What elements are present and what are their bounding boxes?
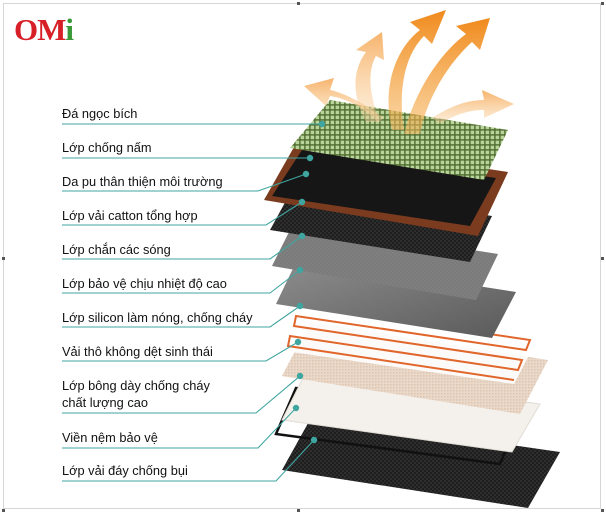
image-frame bbox=[3, 3, 601, 509]
label-pu-leather: Da pu thân thiện môi trường bbox=[62, 174, 223, 189]
heat-arrow-right bbox=[432, 90, 514, 124]
label-anti-fungal: Lớp chống nấm bbox=[62, 140, 152, 155]
label-wave-shield: Lớp chắn các sóng bbox=[62, 242, 171, 257]
label-nonwoven: Vải thô không dệt sinh thái bbox=[62, 344, 213, 359]
logo-part-om: OM bbox=[14, 12, 66, 47]
heat-arrow-mid bbox=[355, 32, 384, 122]
logo-part-i: i bbox=[65, 12, 74, 47]
layer-pu-leather bbox=[272, 150, 496, 226]
heat-arrow-center bbox=[388, 10, 446, 130]
layer-jade-mesh bbox=[290, 100, 508, 180]
label-thick-cotton-line1: Lớp bông dày chống cháy bbox=[62, 378, 210, 393]
leader-lines bbox=[62, 123, 322, 482]
corner-tick bbox=[2, 509, 5, 512]
layer-dustproof-bottom bbox=[282, 416, 560, 508]
corner-tick bbox=[2, 257, 5, 260]
label-thick-cotton-line2: chất lượng cao bbox=[62, 395, 148, 410]
label-silicon-heating: Lớp silicon làm nóng, chống cháy bbox=[62, 310, 253, 325]
heat-arrow-main bbox=[404, 18, 490, 134]
label-synthetic-cotton: Lớp vải catton tổng hợp bbox=[62, 208, 198, 223]
corner-tick bbox=[601, 257, 604, 260]
layer-heat-resistant bbox=[276, 258, 516, 338]
corner-tick bbox=[297, 2, 300, 5]
corner-tick bbox=[601, 509, 604, 512]
layer-silicon-heating bbox=[278, 298, 540, 384]
label-dustproof-bottom: Lớp vải đáy chống bụi bbox=[62, 463, 188, 478]
label-protective-border: Viền nệm bảo vệ bbox=[62, 430, 158, 445]
corner-tick bbox=[297, 509, 300, 512]
heat-arrow-left bbox=[304, 78, 384, 122]
label-jade-stone: Đá ngọc bích bbox=[62, 106, 138, 121]
brand-logo: OMi bbox=[14, 12, 74, 47]
leader-dots bbox=[292, 120, 326, 444]
corner-tick bbox=[601, 2, 604, 5]
heating-wire bbox=[286, 305, 532, 381]
label-heat-resistant: Lớp bảo vệ chịu nhiệt độ cao bbox=[62, 276, 227, 291]
